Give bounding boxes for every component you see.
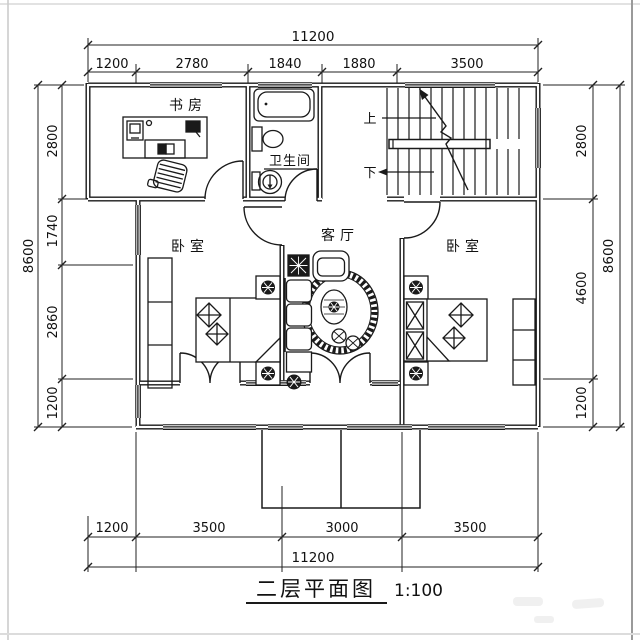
door-bathroom (284, 168, 318, 202)
balcony (261, 430, 421, 509)
walls (85, 82, 541, 430)
dim-left-seg-0: 2800 (46, 124, 61, 157)
stair-down-arrowhead (378, 168, 387, 176)
dim-top-seg-0: 1200 (95, 57, 128, 72)
dim-top-seg-3: 1880 (342, 57, 375, 72)
desk-monitor (126, 120, 144, 141)
stair-handrail (388, 138, 491, 150)
bed-right-pillows (405, 301, 425, 360)
double-door-living-balcony (309, 352, 371, 384)
stair-up-arrowhead (419, 88, 429, 100)
plan-scale: 1:100 (394, 581, 443, 601)
desk-keyboard (157, 143, 167, 155)
double-door-bedroom-left-balcony (179, 352, 241, 384)
armchair (312, 250, 350, 282)
dim-bottom-seg-0: 1200 (95, 521, 128, 536)
room-bathroom (251, 88, 315, 195)
stair-down-label: 下 (363, 166, 376, 181)
bed-right-blanket-fold (426, 335, 451, 362)
room-living (284, 250, 379, 390)
room-label-bathroom: 卫生间 (269, 154, 311, 169)
stairs (378, 88, 520, 195)
sofa (284, 278, 313, 373)
dim-right-seg-0: 2800 (575, 124, 590, 157)
dim-right-seg-1: 4600 (575, 271, 590, 304)
stair-up-label: 上 (363, 112, 376, 127)
stair-break-line (419, 89, 469, 191)
bed-right (403, 298, 488, 362)
room-label-study: 书房 (169, 98, 207, 114)
door-bedroom-left (243, 206, 283, 246)
dim-top-seg-1: 2780 (175, 57, 208, 72)
dim-bottom-seg-2: 3000 (325, 521, 358, 536)
room-bedroom-right (403, 275, 536, 386)
dim-right-total: 8600 (601, 239, 617, 273)
room-label-living: 客厅 (321, 227, 359, 244)
office-chair (146, 159, 188, 193)
dim-top-seg-2: 1840 (268, 57, 301, 72)
dim-left-seg-1: 1740 (46, 214, 61, 247)
desk-lamp (145, 119, 153, 127)
bed-left-pillows (196, 302, 229, 346)
room-bedroom-left (147, 257, 281, 389)
dimensions-bottom (83, 432, 543, 572)
dim-top-total: 11200 (292, 29, 335, 45)
dim-bottom-seg-3: 3500 (453, 521, 486, 536)
dimensions-top (83, 38, 543, 84)
dim-left-total: 8600 (21, 239, 37, 273)
bed-right-cushions (442, 302, 474, 350)
room-label-bedroom-left: 卧室 (171, 238, 209, 255)
toilet-tank (251, 126, 263, 152)
plant-icon (286, 374, 302, 390)
wardrobe-right (512, 298, 536, 386)
coffee-table (320, 289, 348, 325)
dimensions-right (543, 80, 625, 432)
washbasin (257, 169, 283, 195)
desk-printer (185, 120, 201, 133)
plan-title: 二层平面图 (256, 577, 376, 601)
room-study (122, 116, 208, 193)
dim-right-seg-2: 1200 (575, 386, 590, 419)
dim-bottom-total: 11200 (292, 550, 335, 566)
watermark (513, 597, 605, 623)
dim-top-seg-4: 3500 (450, 57, 483, 72)
wardrobe-left (147, 257, 173, 389)
dim-left-seg-3: 1200 (46, 386, 61, 419)
door-bedroom-right (403, 201, 441, 239)
dim-bottom-seg-1: 3500 (192, 521, 225, 536)
toilet-bowl (262, 129, 284, 149)
room-label-bedroom-right: 卧室 (446, 238, 484, 255)
sofa-side-table (285, 351, 313, 373)
bathtub (253, 88, 315, 122)
door-study (204, 160, 244, 200)
desk-return (144, 139, 186, 159)
washbasin-counter (251, 171, 261, 191)
stools (331, 328, 361, 351)
plan-title-block: 二层平面图 1:100 (246, 577, 443, 604)
dim-left-seg-2: 2860 (46, 305, 61, 338)
